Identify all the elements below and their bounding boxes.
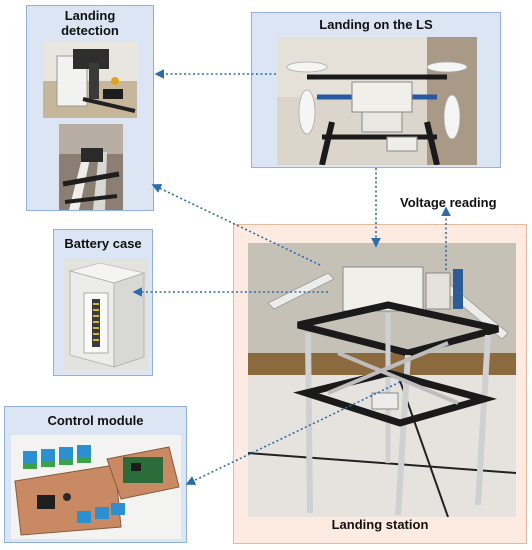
landing-on-ls-photo: [277, 37, 477, 165]
landing-detection-photo-bottom: [59, 124, 123, 210]
control-module-panel: Control module: [4, 406, 187, 543]
landing-detection-photo-top: [43, 41, 137, 118]
landing-station-title: Landing station: [331, 517, 429, 532]
voltage-reading-label: Voltage reading: [400, 195, 497, 210]
battery-case-panel: Battery case: [53, 229, 153, 376]
landing-on-ls-title: Landing on the LS: [319, 17, 433, 32]
control-module-photo: [11, 435, 181, 539]
landing-station-panel: Landing station: [233, 224, 527, 544]
control-module-title: Control module: [47, 413, 144, 428]
landing-detection-panel: Landing detection: [26, 5, 154, 211]
landing-station-photo: [248, 243, 516, 517]
landing-detection-title: Landing detection: [61, 8, 119, 38]
landing-on-ls-panel: Landing on the LS: [251, 12, 501, 168]
battery-case-photo: [64, 259, 148, 371]
battery-case-title: Battery case: [64, 236, 142, 251]
